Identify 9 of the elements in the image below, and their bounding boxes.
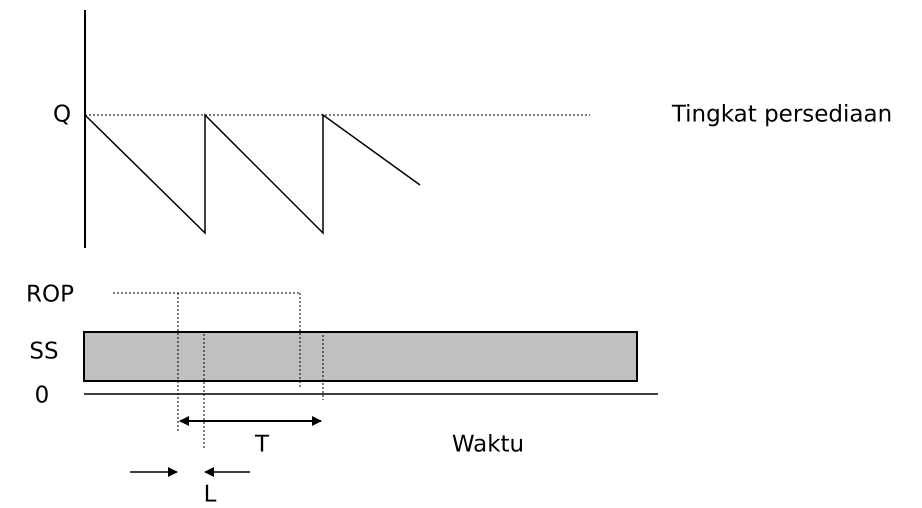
- dimension-label: L: [204, 484, 216, 506]
- dimension-label: T: [254, 434, 270, 456]
- axis-title: Waktu: [452, 434, 524, 456]
- axis-label: Q: [52, 104, 72, 126]
- axis-label: ROP: [26, 284, 74, 306]
- axis-label: SS: [29, 340, 59, 364]
- axis-label: 0: [34, 384, 50, 408]
- safety-stock-band: [83, 331, 638, 382]
- axis-title: Tingkat persediaan: [672, 104, 892, 126]
